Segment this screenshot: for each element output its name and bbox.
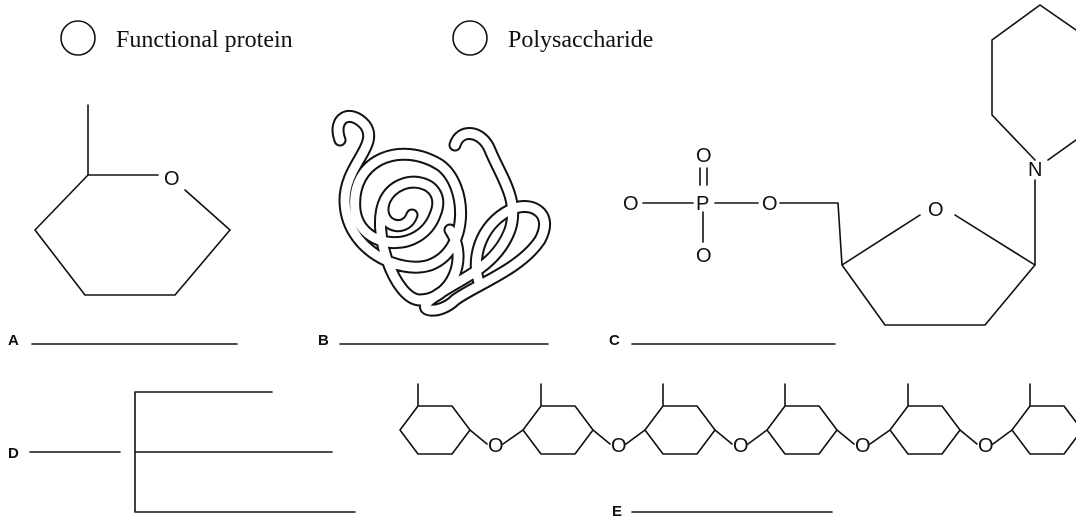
ester-oxygen: O bbox=[762, 193, 778, 215]
structure-d-lipid: D bbox=[8, 391, 356, 513]
phosphate-bonds bbox=[642, 167, 843, 266]
structure-b-functional-protein: B bbox=[318, 110, 552, 349]
ribose-ring bbox=[841, 214, 1036, 326]
label-letter-b: B bbox=[318, 332, 329, 349]
legend: Functional protein Polysaccharide bbox=[60, 20, 653, 56]
glycosidic-bond-5 bbox=[959, 429, 1013, 445]
legend-label-functional-protein: Functional protein bbox=[116, 27, 293, 53]
structure-e-polysaccharide: O O O O O E bbox=[399, 383, 1076, 518]
phosphate-oxygen-top: O bbox=[696, 145, 712, 167]
base-nitrogen: N bbox=[1028, 159, 1042, 181]
phosphate-oxygen-left: O bbox=[623, 193, 639, 215]
phosphorus-label: P bbox=[696, 193, 709, 215]
label-letter-c: C bbox=[609, 332, 620, 349]
linkage-oxygen-3: O bbox=[733, 435, 749, 457]
glucose-unit-5 bbox=[889, 383, 961, 455]
glycosidic-bond-4 bbox=[836, 429, 891, 445]
structure-a-monosaccharide: O A bbox=[8, 104, 238, 349]
structure-c-nucleotide: O P O O O O N C bbox=[609, 4, 1076, 349]
glycosidic-bond-2 bbox=[592, 429, 646, 445]
glycosidic-bond-1 bbox=[469, 429, 524, 445]
base-ring-bonds bbox=[991, 4, 1076, 266]
linkage-oxygen-5: O bbox=[978, 435, 994, 457]
protein-tube-fill bbox=[333, 111, 550, 315]
glucose-unit-4 bbox=[766, 383, 838, 455]
label-letter-d: D bbox=[8, 445, 19, 462]
label-letter-e: E bbox=[612, 503, 622, 518]
pyranose-ring bbox=[34, 104, 231, 296]
glucose-unit-6 bbox=[1011, 383, 1076, 455]
legend-label-polysaccharide: Polysaccharide bbox=[508, 27, 653, 53]
linkage-oxygen-2: O bbox=[611, 435, 627, 457]
linkage-oxygen-1: O bbox=[488, 435, 504, 457]
linkage-oxygen-4: O bbox=[855, 435, 871, 457]
phosphate-oxygen-bottom: O bbox=[696, 245, 712, 267]
ribose-ring-oxygen: O bbox=[928, 199, 944, 221]
legend-radio-polysaccharide[interactable] bbox=[452, 20, 488, 56]
glycosidic-bond-3 bbox=[714, 429, 768, 445]
glucose-unit-2 bbox=[522, 383, 594, 455]
glucose-unit-3 bbox=[644, 383, 716, 455]
glycerol-fatty-acid-chains bbox=[134, 391, 356, 513]
ring-oxygen-label: O bbox=[164, 168, 180, 190]
label-letter-a: A bbox=[8, 332, 19, 349]
glucose-unit-1 bbox=[399, 383, 471, 455]
legend-radio-functional-protein[interactable] bbox=[60, 20, 96, 56]
